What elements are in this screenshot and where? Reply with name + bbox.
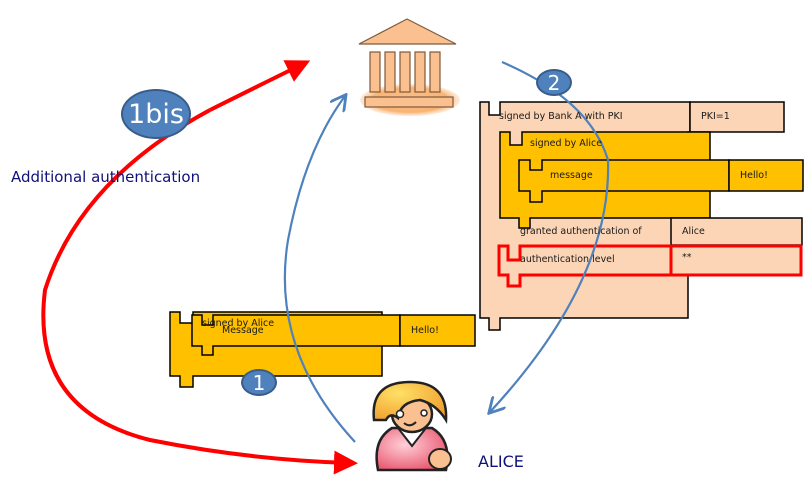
red-arrow-curve	[41, 108, 358, 475]
alice-name-label: ALICE	[478, 452, 524, 471]
step-1-label: 1	[252, 370, 266, 395]
alice-outer-label: signed by Alice	[202, 318, 275, 329]
bank-message-label: message	[550, 170, 593, 181]
step-1-badge: 1	[241, 369, 277, 396]
auth-level-row-highlight	[497, 244, 803, 288]
pki-value-cell	[689, 101, 785, 133]
auth-level-value: **	[682, 252, 692, 263]
alice-message-label: Message	[222, 325, 264, 336]
granted-auth-value: Alice	[682, 226, 705, 237]
red-arrow-to-bank	[209, 60, 311, 112]
step-1bis-badge: 1bis	[121, 89, 191, 139]
alice-message-value: Hello!	[411, 325, 439, 336]
blue-arrow-alice-to-bank	[283, 96, 356, 443]
granted-auth-label: granted authentication of	[520, 226, 642, 237]
auth-level-label: authentication level	[520, 254, 615, 265]
additional-authentication-label: Additional authentication	[11, 168, 201, 186]
step-2-label: 2	[547, 70, 561, 95]
bank-outer-label: signed by Bank A with PKI	[499, 111, 623, 122]
step-1bis-label: 1bis	[128, 98, 184, 130]
bank-icon	[358, 18, 460, 116]
message-hello-cell	[728, 159, 804, 192]
bank-nested-alice-label: signed by Alice	[530, 138, 603, 149]
bank-pki-value: PKI=1	[701, 111, 730, 122]
bank-signed-block	[479, 101, 804, 331]
alice-person-icon	[372, 380, 452, 472]
alice-hello-cell	[399, 314, 476, 347]
alice-signed-block	[169, 311, 476, 388]
bank-message-value: Hello!	[740, 170, 768, 181]
step-2-badge: 2	[536, 69, 572, 96]
